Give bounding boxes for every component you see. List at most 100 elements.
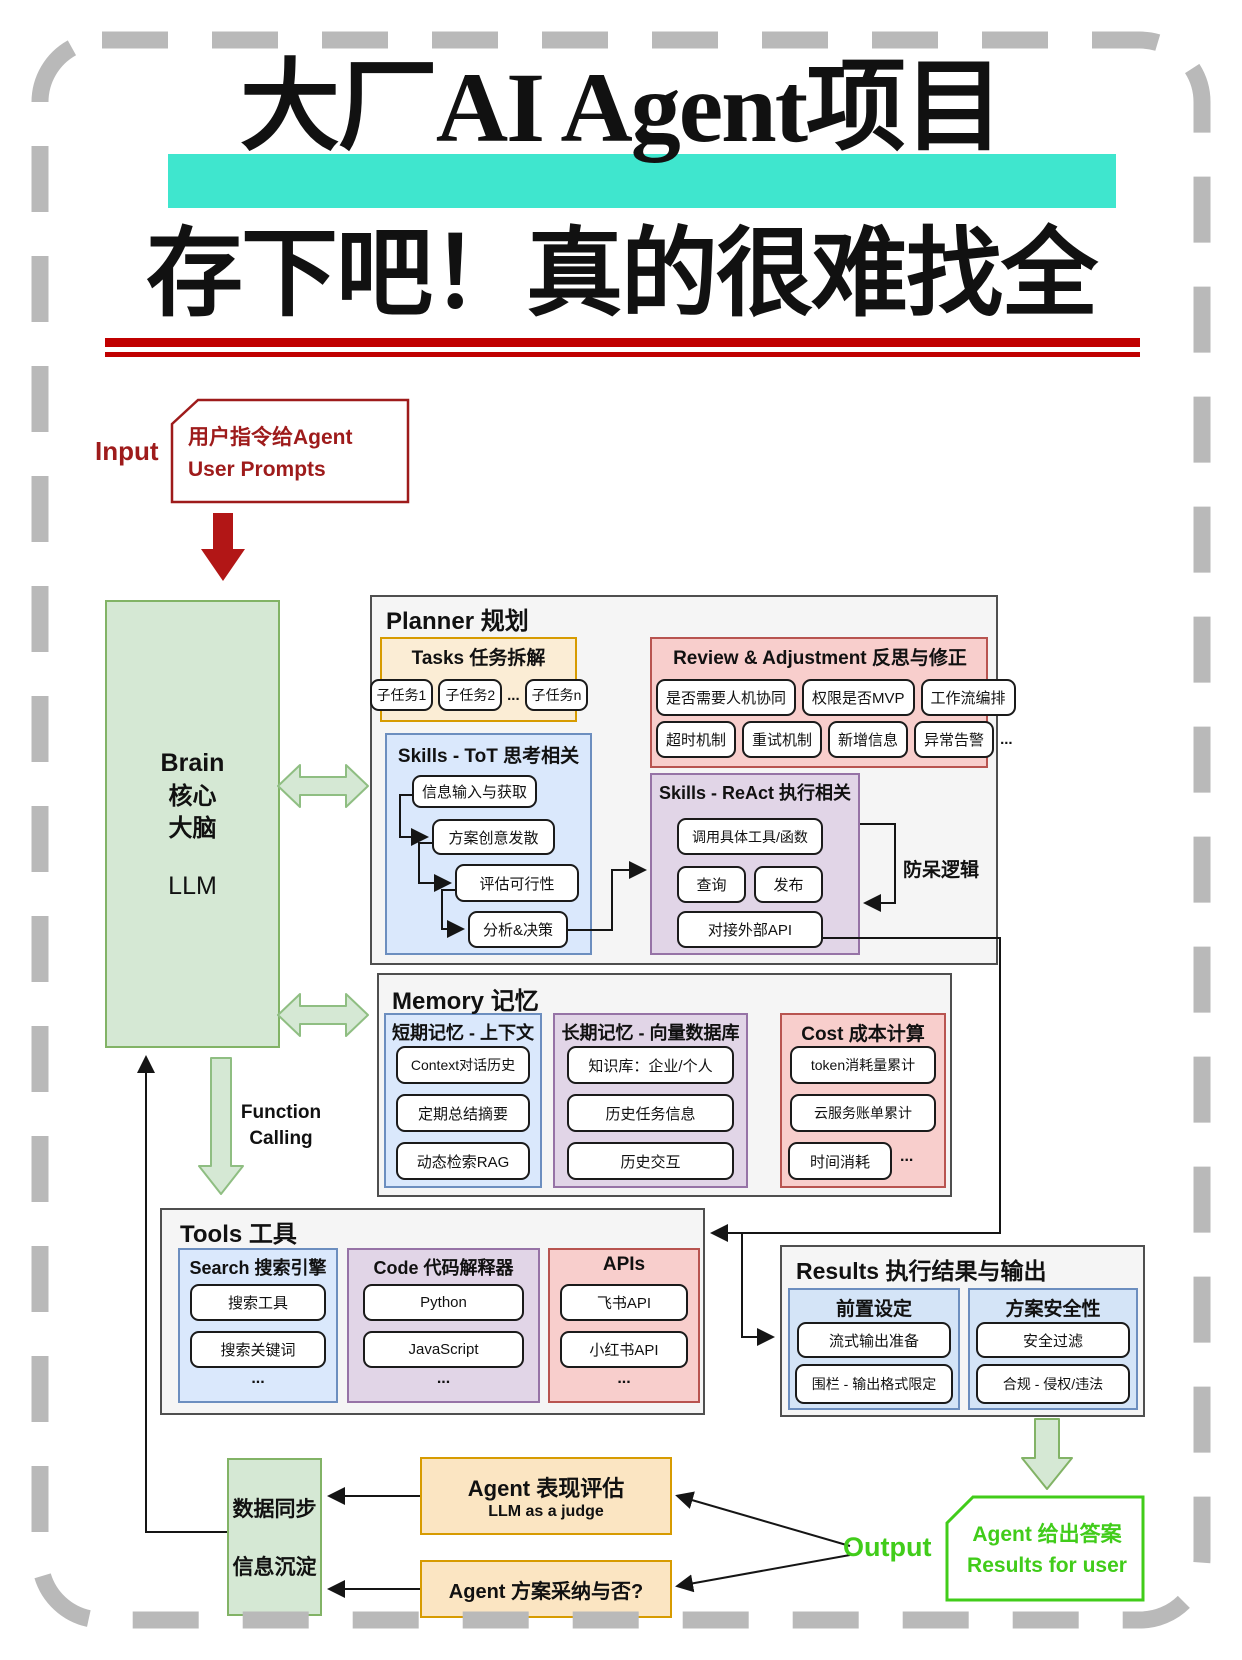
code-ellipsis: ... — [436, 1370, 451, 1387]
results-to-answer-arrow — [1021, 1418, 1073, 1490]
answer-box-text: Agent 给出答案 Results for user — [957, 1510, 1137, 1590]
safety-item[interactable]: 合规 - 侵权/违法 — [976, 1364, 1130, 1404]
review-item[interactable]: 权限是否MVP — [802, 679, 915, 716]
brain-text: Brain 核心 大脑 LLM — [105, 600, 280, 1048]
review-title: Review & Adjustment 反思与修正 — [673, 648, 967, 669]
review-row-2: 超时机制 重试机制 新增信息 异常告警 ... — [656, 721, 1013, 758]
input-line2: User Prompts — [188, 457, 326, 481]
react-item[interactable]: 调用具体工具/函数 — [677, 818, 823, 855]
preset-item[interactable]: 流式输出准备 — [797, 1322, 951, 1358]
sync-to-brain-feedback-connector — [137, 1055, 227, 1533]
function-calling-label: Function Calling — [236, 1100, 326, 1151]
react-item[interactable]: 对接外部API — [677, 911, 823, 948]
input-box-text: 用户指令给Agent User Prompts — [188, 422, 400, 485]
planner-title: Planner 规划 — [386, 608, 529, 635]
cost-item[interactable]: 时间消耗 — [788, 1142, 892, 1180]
tot-to-react-connector — [568, 861, 647, 931]
title-highlight-bar — [168, 154, 1116, 208]
function-calling-l2: Calling — [249, 1127, 313, 1149]
review-item[interactable]: 是否需要人机协同 — [656, 679, 797, 716]
results-title: Results 执行结果与输出 — [796, 1258, 1047, 1284]
preset-title: 前置设定 — [835, 1299, 912, 1320]
code-item[interactable]: Python — [363, 1284, 524, 1321]
data-sync-box — [227, 1458, 322, 1616]
input-box-outline — [170, 398, 410, 504]
input-line1: 用户指令给Agent — [188, 426, 353, 449]
search-title: Search 搜索引擎 — [189, 1258, 327, 1278]
apis-item[interactable]: 小红书API — [560, 1331, 688, 1368]
code-item[interactable]: JavaScript — [363, 1331, 524, 1368]
search-panel — [178, 1248, 338, 1403]
preset-item[interactable]: 围栏 - 输出格式限定 — [795, 1364, 953, 1404]
apis-panel — [548, 1248, 700, 1403]
loop-label: 防呆逻辑 — [903, 860, 980, 881]
react-item[interactable]: 查询 — [677, 866, 746, 903]
apis-item[interactable]: 飞书API — [560, 1284, 688, 1321]
short-term-item[interactable]: 定期总结摘要 — [396, 1094, 530, 1132]
output-label: Output — [843, 1532, 932, 1562]
review-item[interactable]: 异常告警 — [914, 721, 995, 758]
search-item[interactable]: 搜索工具 — [190, 1284, 326, 1321]
page-subtitle: 存下吧！真的很难找全 — [146, 221, 1098, 328]
tot-step[interactable]: 分析&决策 — [468, 911, 568, 948]
cost-item[interactable]: 云服务账单累计 — [790, 1094, 936, 1132]
react-title: Skills - ReAct 执行相关 — [658, 783, 852, 803]
short-term-item[interactable]: Context对话历史 — [396, 1046, 530, 1084]
agent-eval-text: Agent 表现评估 LLM as a judge — [420, 1457, 672, 1535]
safety-title: 方案安全性 — [1005, 1299, 1101, 1320]
tasks-title: Tasks 任务拆解 — [411, 648, 546, 669]
answer-l1: Agent 给出答案 — [972, 1522, 1122, 1546]
tot-step[interactable]: 评估可行性 — [455, 864, 579, 902]
brain-l1: Brain — [160, 749, 225, 778]
search-item[interactable]: 搜索关键词 — [190, 1331, 326, 1368]
tools-title: Tools 工具 — [180, 1221, 297, 1248]
code-title: Code 代码解释器 — [373, 1258, 514, 1278]
safety-item[interactable]: 安全过滤 — [976, 1322, 1130, 1358]
review-row-1: 是否需要人机协同 权限是否MVP 工作流编排 — [656, 679, 1016, 716]
subtask-item[interactable]: 子任务1 — [369, 679, 434, 711]
sync-l1: 数据同步 — [232, 1498, 317, 1521]
brain-memory-double-arrow — [277, 993, 369, 1037]
long-term-item[interactable]: 知识库：企业/个人 — [567, 1046, 734, 1084]
review-item[interactable]: 超时机制 — [656, 721, 737, 758]
react-item[interactable]: 发布 — [754, 866, 823, 903]
subtitle-underline-1 — [105, 338, 1140, 347]
output-to-eval-connector — [675, 1491, 851, 1547]
review-item[interactable]: 新增信息 — [828, 721, 909, 758]
tot-step2-connector — [418, 842, 452, 892]
branch-to-results-connector — [741, 1233, 775, 1346]
tot-step[interactable]: 方案创意发散 — [432, 819, 555, 855]
eval-l1: Agent 表现评估 — [467, 1476, 625, 1501]
long-term-item[interactable]: 历史任务信息 — [567, 1094, 734, 1132]
page-title: 大厂AI Agent项目 — [239, 52, 1004, 163]
subtask-item[interactable]: 子任务2 — [438, 679, 503, 711]
react-loop-connector — [860, 823, 896, 912]
cost-ellipsis: ... — [900, 1148, 914, 1165]
data-sync-text: 数据同步 信息沉淀 — [227, 1458, 322, 1616]
tot-step3-connector — [441, 889, 465, 938]
brain-box — [105, 600, 280, 1048]
search-ellipsis: ... — [251, 1370, 265, 1387]
long-term-item[interactable]: 历史交互 — [567, 1142, 734, 1180]
short-term-item[interactable]: 动态检索RAG — [396, 1142, 530, 1180]
cost-item[interactable]: token消耗量累计 — [790, 1046, 936, 1084]
tot-step[interactable]: 信息输入与获取 — [412, 775, 537, 808]
brain-l3: 大脑 — [168, 815, 217, 843]
input-label: Input — [95, 436, 159, 466]
review-item[interactable]: 工作流编排 — [920, 679, 1016, 716]
subtask-item[interactable]: 子任务n — [524, 679, 589, 711]
apis-title: APIs — [602, 1254, 646, 1275]
subtitle-underline-2 — [105, 352, 1140, 357]
sync-l2: 信息沉淀 — [232, 1556, 317, 1579]
function-calling-arrow — [198, 1057, 244, 1195]
tasks-row: 子任务1 子任务2 ... 子任务n — [369, 676, 589, 714]
function-calling-l1: Function — [240, 1102, 322, 1123]
answer-l2: Results for user — [967, 1554, 1127, 1577]
review-item[interactable]: 重试机制 — [742, 721, 823, 758]
memory-title: Memory 记忆 — [392, 988, 539, 1015]
eval-l2: LLM as a judge — [488, 1503, 604, 1520]
agent-adopt-text: Agent 方案采纳与否? — [448, 1580, 644, 1603]
tot-title: Skills - ToT 思考相关 — [397, 746, 580, 767]
